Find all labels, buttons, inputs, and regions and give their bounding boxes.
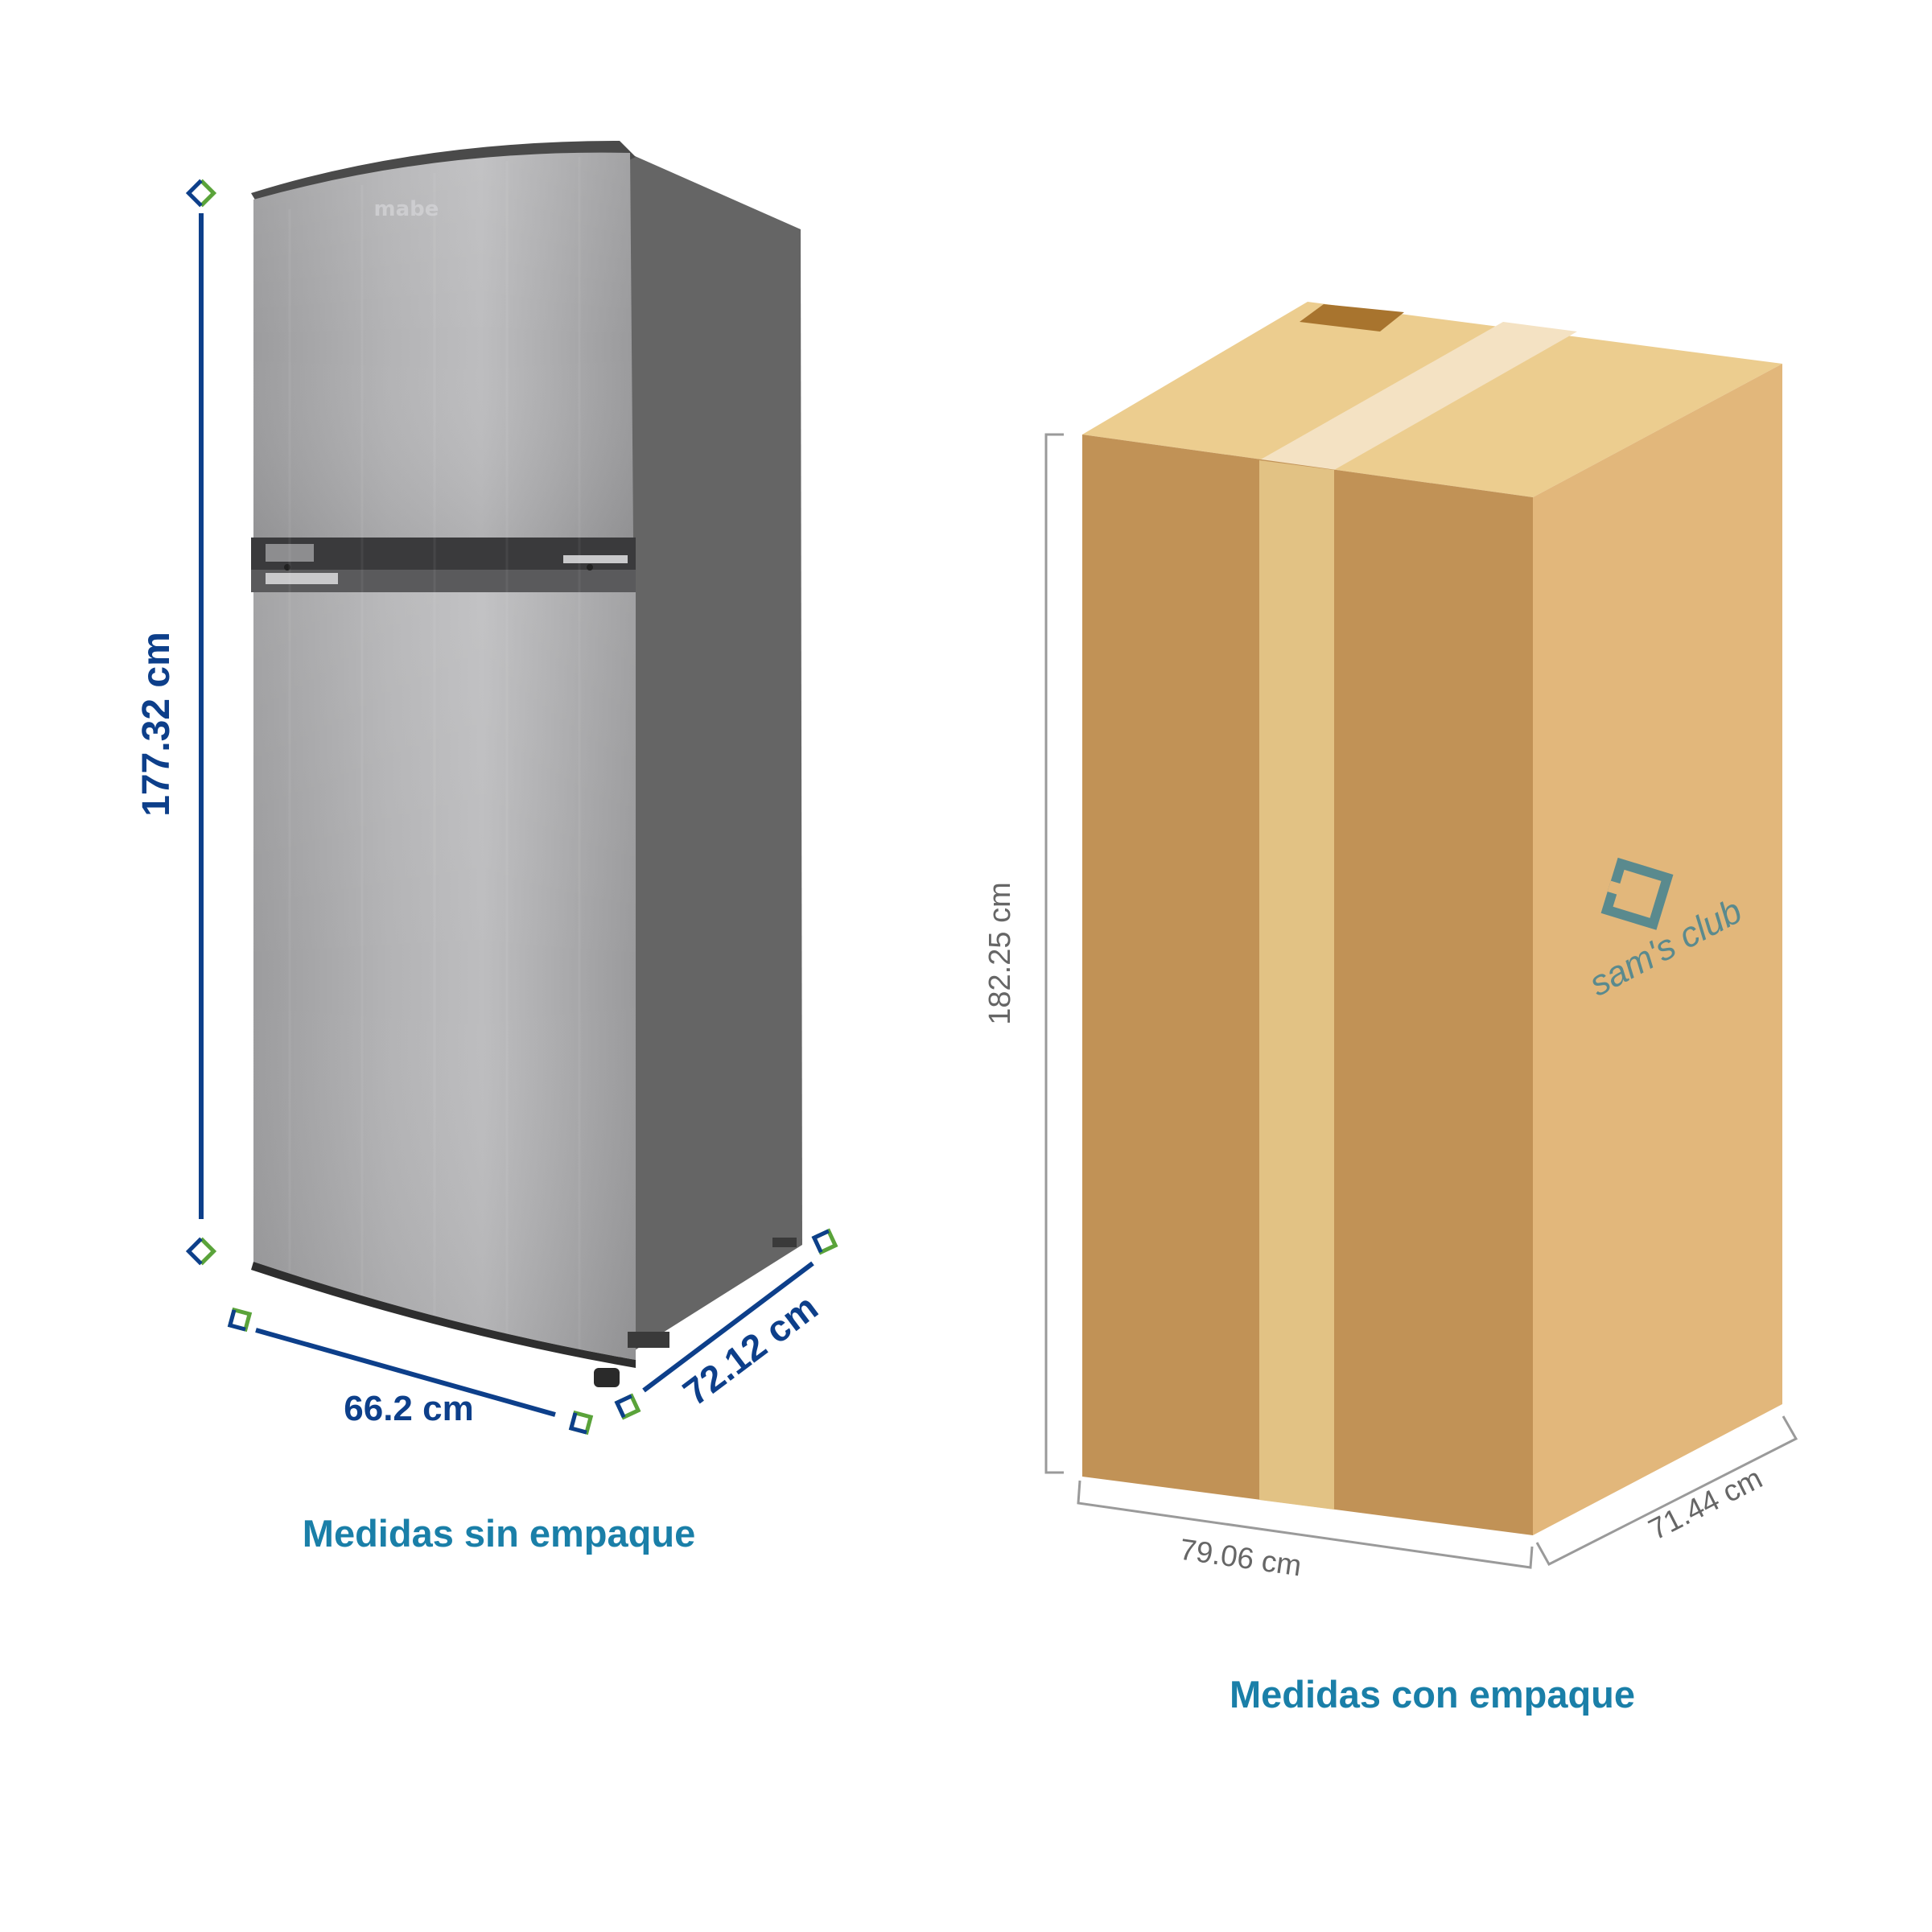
mabe-logo-text: mabe <box>374 197 439 221</box>
box-top-label <box>1300 304 1404 332</box>
refrigerator-foot <box>594 1368 620 1387</box>
box-top-tape <box>1259 322 1577 470</box>
dimension-marker-icon <box>227 1307 253 1333</box>
box-height-label: 182.25 cm <box>983 882 1017 1024</box>
dimension-marker-icon <box>811 1228 838 1255</box>
box-side-face <box>1533 364 1782 1535</box>
dimension-marker-icon <box>614 1393 641 1420</box>
fridge-height-dimension: 177.32 cm <box>135 179 217 1266</box>
refrigerator-foot <box>772 1238 797 1247</box>
packaged-caption: Medidas con empaque <box>1229 1673 1636 1716</box>
door-handle-bar <box>251 538 636 592</box>
dimension-marker-icon <box>185 1237 217 1266</box>
fridge-height-label: 177.32 cm <box>135 632 178 817</box>
refrigerator-foot <box>628 1332 669 1348</box>
dimension-marker-icon <box>568 1410 594 1436</box>
refrigerator-side-panel <box>620 153 802 1360</box>
shipping-box: sam's club <box>1082 302 1782 1535</box>
fridge-width-dimension: 66.2 cm <box>227 1307 594 1436</box>
refrigerator: mabe <box>251 141 802 1387</box>
box-front-tape <box>1259 460 1334 1510</box>
box-height-dimension: 182.25 cm <box>983 433 1064 1474</box>
box-depth-label: 71.44 cm <box>1643 1461 1767 1547</box>
unpackaged-caption: Medidas sin empaque <box>302 1512 696 1555</box>
dimension-marker-icon <box>185 179 217 208</box>
fridge-width-label: 66.2 cm <box>344 1389 473 1428</box>
box-width-label: 79.06 cm <box>1178 1533 1304 1583</box>
